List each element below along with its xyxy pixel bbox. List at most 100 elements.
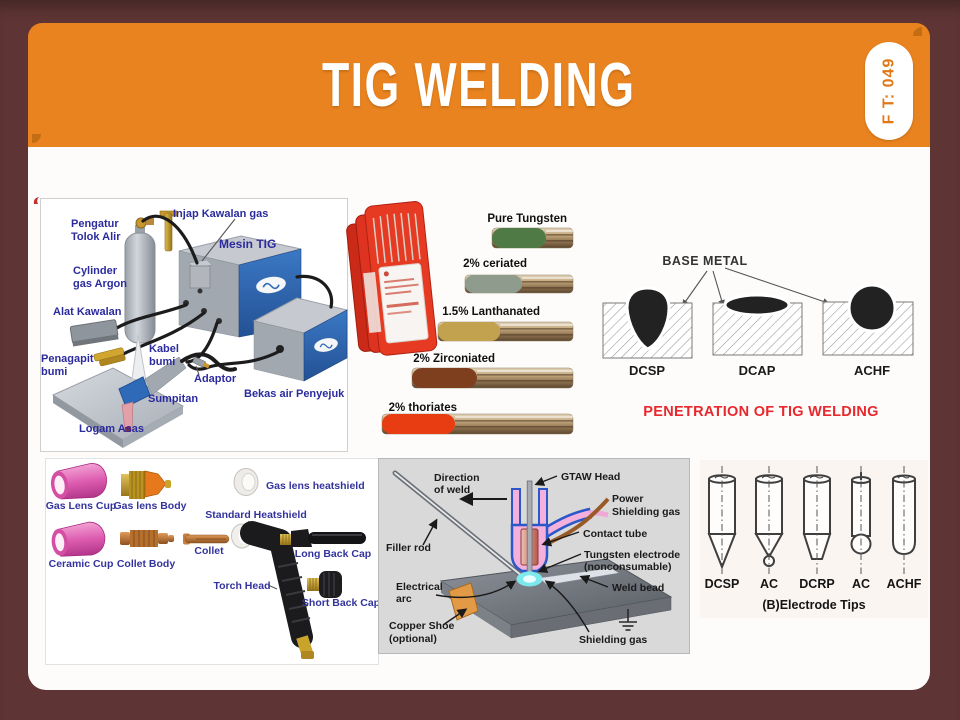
label-adaptor: Adaptor (194, 373, 237, 385)
collet-body (120, 530, 174, 547)
base-metal-block (822, 283, 914, 356)
gas-lens-body (121, 470, 171, 499)
tip-label: ACHF (887, 577, 922, 591)
filler-rod (392, 470, 525, 579)
electrode-package (346, 201, 438, 356)
base-metal-block (712, 293, 803, 356)
label-copper-shoe: Copper Shoe (389, 620, 454, 632)
slide-number-badge: F T: 049 (865, 42, 913, 140)
label-gas-lens-cup: Gas Lens Cup (46, 500, 117, 512)
label-machine: Mesin TIG (219, 237, 276, 251)
leader-line (267, 584, 278, 590)
long-back-cap (280, 529, 366, 547)
adaptor-fitting (192, 357, 210, 369)
label-regulator: Tolok Alir (71, 231, 121, 243)
tip-label: AC (760, 577, 778, 591)
label-power: Power (612, 493, 644, 505)
tip-label: DCRP (799, 577, 834, 591)
tig-torch (118, 334, 237, 432)
page-title: TIG WELDING (322, 50, 636, 120)
centerline (721, 466, 905, 574)
label-collet-body: Collet Body (117, 558, 175, 570)
label-copper-shoe: (optional) (389, 633, 437, 645)
label-torch: Sumpitan (148, 393, 198, 405)
tungsten-electrode (526, 480, 533, 580)
tip-label: DCSP (705, 577, 740, 591)
gtaw-diagram-panel: Direction of weld GTAW Head Power Shield… (378, 458, 690, 654)
electrode-type-label: 2% ceriated (463, 258, 527, 270)
slide-header: TIG WELDING F T: 049 (28, 23, 930, 147)
label-long-back-cap: Long Back Cap (295, 548, 371, 560)
label-standard-heatshield: Standard Heatshield (205, 509, 307, 521)
label-weld-bead: Weld bead (612, 582, 664, 594)
label-shielding-gas-supply: Shielding gas (612, 506, 680, 518)
weld-bead (538, 567, 620, 586)
label-short-back-cap: Short Back Cap (302, 597, 380, 609)
torch-parts-panel: Gas Lens Cup Gas lens Body Gas lens heat… (45, 458, 380, 665)
short-back-cap (307, 571, 342, 598)
label-tungsten-electrode: Tungsten electrode (584, 549, 680, 561)
remote-control (69, 319, 119, 347)
penetration-type-label: ACHF (854, 363, 890, 378)
label-cylinder: gas Argon (73, 278, 127, 290)
label-ground-clamp: bumi (41, 366, 67, 378)
tig-machine (178, 235, 302, 338)
electrode-type-label: 2% thoriates (389, 402, 457, 414)
label-cooler: Bekas air Penyejuk (244, 388, 345, 400)
penetration-panel: BASE METAL (595, 245, 925, 427)
label-ground-clamp: Penagapit (41, 353, 94, 365)
electrode-type-label: 1.5% Lanthanated (442, 306, 540, 318)
corner-curl-icon (913, 27, 922, 36)
label-gas-lens-heatshield: Gas lens heatshield (266, 480, 365, 492)
decor-red-tick-icon (33, 197, 39, 204)
label-tungsten-electrode: (nonconsumable) (584, 561, 672, 573)
shielding-gas-line (588, 510, 609, 518)
ground-clamp (93, 347, 126, 367)
label-cylinder: Cylinder (73, 265, 118, 277)
label-gas-lens-body: Gas lens Body (114, 500, 187, 512)
weld-penetration-achf (847, 283, 897, 333)
electrode-row: Pure Tungsten (487, 213, 574, 249)
penetration-type-label: DCSP (629, 363, 665, 378)
weld-penetration-dcsp (625, 286, 671, 351)
label-contact-tube: Contact tube (583, 528, 647, 540)
base-plate (51, 367, 185, 448)
penetration-type-label: DCAP (739, 363, 776, 378)
label-remote: Alat Kawalan (53, 306, 122, 318)
brand-logo (314, 338, 338, 352)
torch-head (231, 521, 314, 659)
slide-number-text: F T: 049 (880, 57, 897, 125)
label-shielding-gas: Shielding gas (579, 634, 647, 646)
electrode-tip-shapes (707, 472, 916, 570)
leader-line (682, 267, 830, 307)
gas-lens-cup (50, 463, 107, 500)
label-gtaw-head: GTAW Head (561, 471, 620, 483)
label-electrical-arc: Electrical (396, 581, 443, 593)
label-direction: of weld (434, 484, 470, 496)
tips-caption: (B)Electrode Tips (762, 598, 865, 612)
base-metal-block (602, 286, 693, 359)
tip-label: AC (852, 577, 870, 591)
gas-lens-heatshield (233, 468, 259, 496)
electrode-row: 2% ceriated (463, 258, 574, 294)
leader-line (201, 218, 236, 262)
label-torch-head: Torch Head (214, 580, 271, 592)
electrode-tips-panel: DCSP AC DCRP AC ACHF (B)Electrode Tips (700, 460, 928, 618)
label-electrical-arc: arc (396, 593, 412, 605)
content-card: Pengatur Tolok Alir Injap Kawalan gas Me… (28, 147, 930, 690)
penetration-title: PENETRATION OF TIG WELDING (643, 404, 879, 420)
label-base-metal: Logam Asas (79, 423, 144, 435)
base-metal-heading: BASE METAL (662, 254, 747, 268)
leader-line (195, 365, 200, 376)
label-ceramic-cup: Ceramic Cup (49, 558, 114, 570)
label-filler-rod: Filler rod (386, 542, 431, 554)
electrode-type-label: 2% Zirconiated (413, 353, 495, 365)
ground-symbol-icon (619, 609, 637, 631)
label-gas-valve: Injap Kawalan gas (173, 208, 268, 220)
label-direction: Direction (434, 472, 480, 484)
label-ground-cable: Kabel (149, 343, 179, 355)
ceramic-cup (51, 521, 106, 557)
label-collet: Collet (194, 545, 224, 557)
corner-curl-icon (32, 134, 41, 143)
